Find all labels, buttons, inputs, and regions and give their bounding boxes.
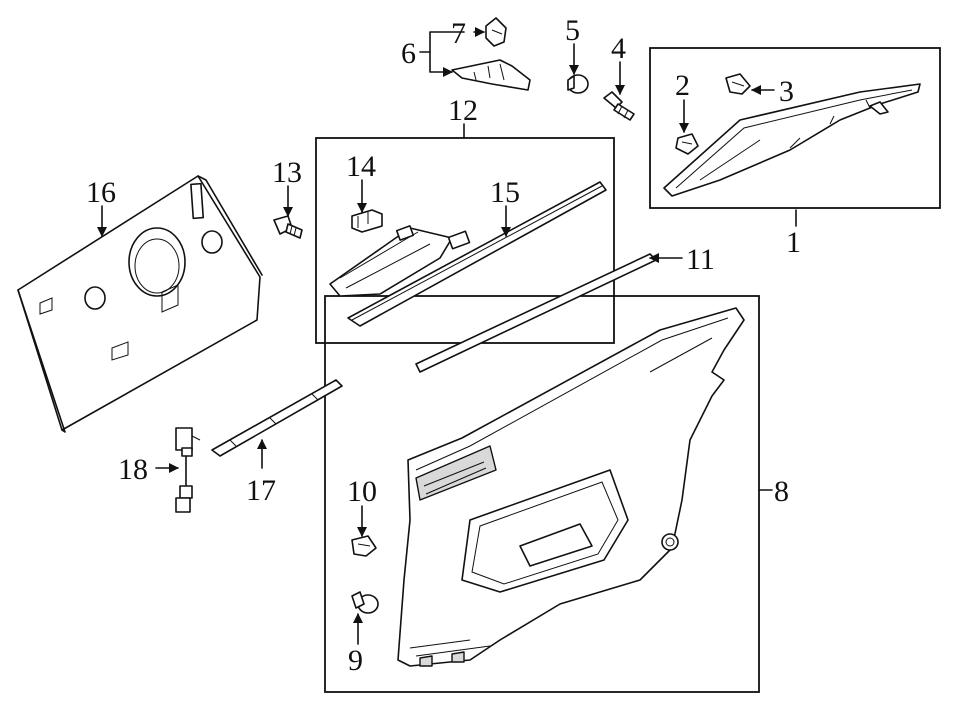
part-15-trim-strip (329, 181, 607, 327)
callout-11: 11 (686, 243, 715, 276)
part-7-clip (485, 17, 507, 47)
part-1-pillar-trim (663, 83, 921, 197)
part-2-clip (675, 133, 699, 155)
callout-12: 12 (448, 94, 478, 127)
part-13-bolt (273, 215, 303, 239)
group-box-1 (649, 47, 941, 209)
callout-16: 16 (86, 176, 116, 209)
part-3-clip (725, 73, 751, 95)
part-6-bracket (451, 59, 531, 91)
callout-17: 17 (246, 474, 276, 507)
part-10-clip (351, 535, 377, 557)
callout-5: 5 (565, 14, 580, 47)
callout-14: 14 (346, 150, 376, 183)
callout-15: 15 (490, 176, 520, 209)
callout-2: 2 (675, 69, 690, 102)
callout-3: 3 (779, 75, 794, 108)
part-16-insulation-pad (17, 175, 263, 433)
leader-lines (97, 27, 797, 645)
part-9-push-pin (351, 591, 379, 614)
callout-13: 13 (272, 156, 302, 189)
part-18-wiring-harness (175, 427, 201, 513)
callout-labels: 1 2 3 4 5 6 7 8 9 10 11 12 13 14 15 16 1… (86, 14, 801, 677)
callout-18: 18 (118, 453, 148, 486)
part-8-door-trim-panel (397, 307, 745, 667)
part-5-push-pin (567, 74, 589, 94)
part-17-strip (211, 379, 343, 457)
callout-9: 9 (348, 644, 363, 677)
callout-8: 8 (774, 475, 789, 508)
callout-4: 4 (611, 32, 626, 65)
callout-6: 6 (401, 37, 416, 70)
callout-7: 7 (451, 17, 466, 50)
callout-1: 1 (786, 226, 801, 259)
callout-10: 10 (347, 475, 377, 508)
part-4-stud (603, 91, 635, 121)
part-14-clip (351, 209, 383, 233)
group-box-8 (324, 295, 760, 693)
